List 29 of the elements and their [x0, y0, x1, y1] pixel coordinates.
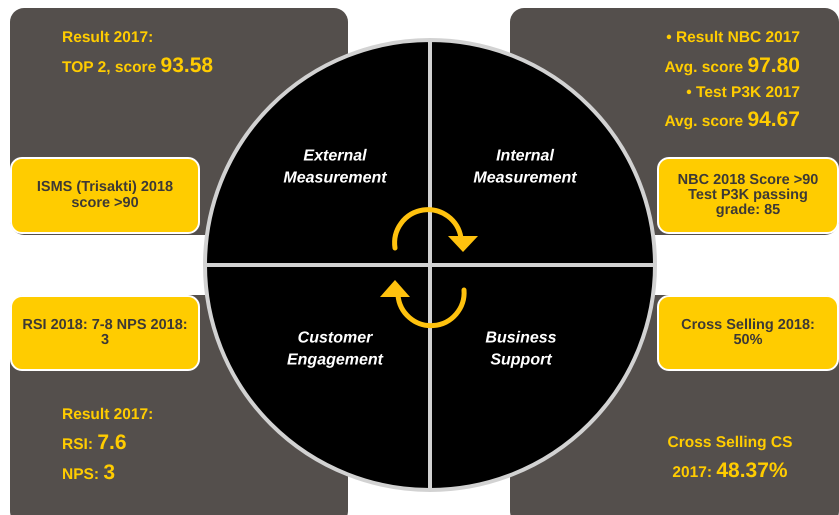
target-box [10, 157, 200, 234]
result-text: TOP 2, score [62, 58, 156, 76]
result-text: Avg. score [664, 58, 744, 76]
target-box [657, 295, 839, 371]
target-text: NBC 2018 Score >90 Test P3K passing grade: 85 [676, 172, 820, 218]
target-box [10, 295, 200, 371]
score-value: 97.80 [747, 54, 800, 76]
result-text: Cross Selling CS [668, 434, 792, 451]
quadrant-label: Business Support [484, 328, 558, 371]
score-value: 3 [103, 460, 116, 484]
result-text: NPS: [62, 466, 100, 482]
quadrant-label: External Measurement [282, 146, 388, 189]
result-text: • Result NBC 2017 [666, 29, 800, 46]
result-text: Avg. score [664, 113, 744, 130]
target-text: Cross Selling 2018: 50% [680, 318, 816, 348]
result-text: Result 2017: [62, 29, 154, 46]
score-value: 93.58 [160, 54, 214, 76]
result-text: RSI: [62, 436, 93, 452]
target-text: RSI 2018: 7-8 NPS 2018: 3 [21, 318, 189, 348]
target-box [657, 157, 839, 234]
target-text: ISMS (Trisakti) 2018 score >90 [36, 180, 174, 211]
quadrant-label: Customer Engagement [286, 328, 384, 371]
score-value: 7.6 [97, 430, 127, 454]
result-text: Result 2017: [62, 406, 154, 423]
score-value: 48.37% [716, 458, 788, 482]
result-text: • Test P3K 2017 [686, 84, 800, 100]
result-text: 2017: [672, 464, 712, 480]
score-value: 94.67 [747, 108, 800, 131]
quadrant-label: Internal Measurement [472, 146, 578, 189]
